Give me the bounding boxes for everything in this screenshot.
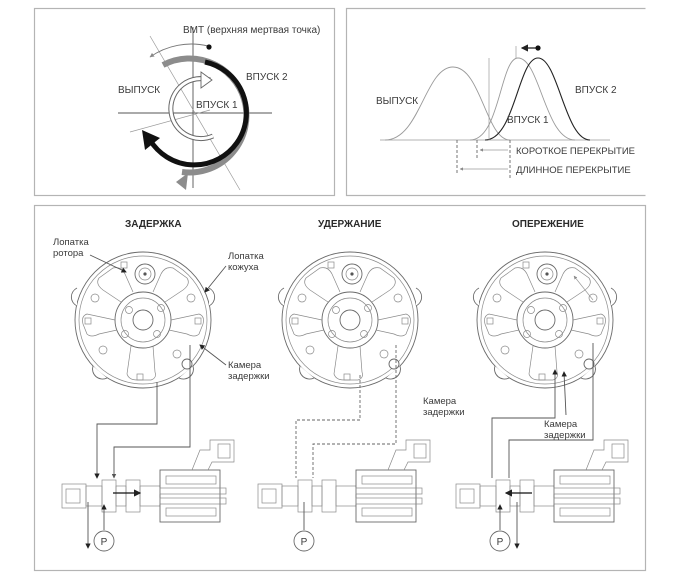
- cycle-panel-frame: [33, 7, 336, 197]
- pressure-label: P: [497, 537, 504, 548]
- exhaust-curve: [384, 66, 511, 141]
- rotor-housing: [472, 251, 618, 389]
- oil-control-valve: [257, 439, 431, 523]
- retard-chamber-label: Камера: [423, 396, 457, 407]
- rotor-housing: [70, 251, 216, 389]
- overlap-intake1-label: ВПУСК 1: [507, 115, 549, 126]
- states-panel-frame: [33, 204, 647, 572]
- long-overlap-label: ДЛИННОЕ ПЕРЕКРЫТИЕ: [516, 165, 631, 176]
- hollow-arrowhead-icon: [200, 71, 213, 89]
- exhaust-label: ВЫПУСК: [118, 85, 160, 96]
- overlap-panel-frame: [345, 7, 646, 197]
- rotor-vane-label: Лопатка: [53, 237, 89, 248]
- pressure-label: P: [301, 537, 308, 548]
- cycle-diagram: ВМТ (верхняя мертвая точка) ВЫПУСК ВПУСК…: [118, 25, 320, 191]
- oil-control-valve: [455, 439, 629, 523]
- state-hold: УДЕРЖАНИЕ Камера задержки P: [257, 219, 465, 552]
- state-retard: ЗАДЕРЖКА Лопатка ротора Лопатка кожуха К…: [53, 219, 270, 552]
- intake1-arc: [147, 59, 249, 168]
- intake2-label: ВПУСК 2: [246, 72, 288, 83]
- housing-vane-label: Лопатка: [228, 251, 264, 262]
- tdc-shift-arrow: [149, 43, 209, 58]
- intake1-curve: [469, 57, 576, 141]
- retard-chamber-label: Камера: [228, 360, 262, 371]
- overlap-intake2-label: ВПУСК 2: [575, 85, 617, 96]
- short-overlap-label: КОРОТКОЕ ПЕРЕКРЫТИЕ: [516, 146, 635, 157]
- pressure-source-icon: [293, 530, 315, 552]
- pressure-source-icon: [489, 530, 511, 552]
- tdc-label: ВМТ (верхняя мертвая точка): [183, 25, 320, 36]
- state-title: УДЕРЖАНИЕ: [318, 219, 382, 230]
- state-title: ОПЕРЕЖЕНИЕ: [512, 219, 584, 230]
- housing-vane-label-2: кожуха: [228, 262, 259, 273]
- black-arrowhead-icon: [142, 130, 160, 150]
- rotor-housing: [277, 251, 423, 389]
- retard-chamber-label-2: задержки: [228, 371, 270, 382]
- intake1-label: ВПУСК 1: [196, 100, 238, 111]
- state-advance: ОПЕРЕЖЕНИЕ Камера задержки P: [455, 219, 629, 552]
- overlap-exhaust-label: ВЫПУСК: [376, 96, 418, 107]
- intake2-curve: [484, 57, 591, 141]
- retard-chamber-label-2: задержки: [423, 407, 465, 418]
- retard-chamber-label: Камера: [544, 419, 578, 430]
- gray-arrowhead-icon: [176, 173, 188, 190]
- pressure-label: P: [101, 537, 108, 548]
- retard-chamber-label-2: задержки: [544, 430, 586, 441]
- overlap-diagram: ВЫПУСК ВПУСК 1 ВПУСК 2 КОРОТКОЕ ПЕРЕКРЫТ…: [376, 44, 635, 180]
- state-title: ЗАДЕРЖКА: [125, 219, 182, 230]
- pressure-source-icon: [93, 530, 115, 552]
- tdc-dot: [206, 44, 212, 50]
- rotor-vane-label-2: ротора: [53, 248, 84, 259]
